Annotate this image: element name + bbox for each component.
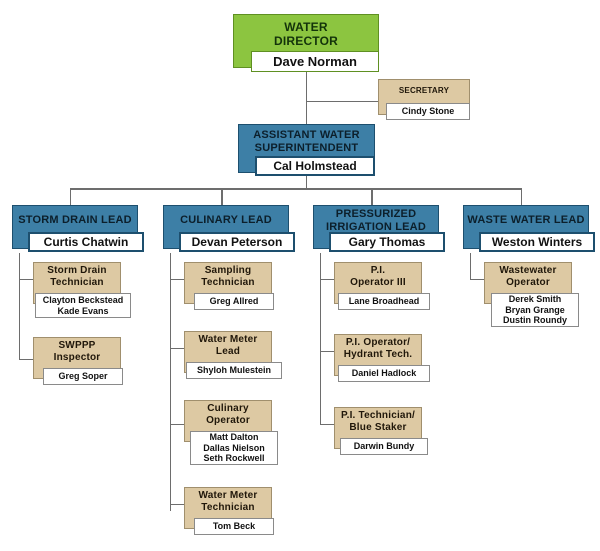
node-water-meter-technician[interactable]: Water Meter Technician Tom Beck (184, 487, 274, 535)
node-assistant-name: Cal Holmstead (255, 156, 375, 176)
connector-drop-storm-drain (70, 188, 71, 205)
connector-drop-waste-water (521, 188, 522, 205)
connector-spine-pressurized-irrigation (320, 253, 321, 425)
node-storm-drain-technician-names: Clayton Beckstead Kade Evans (35, 293, 131, 318)
connector-division-bus (70, 188, 522, 190)
connector-drop-culinary (221, 188, 223, 205)
node-pi-operator-hydrant-tech-names: Daniel Hadlock (338, 365, 430, 382)
connector-stub-waste-water-1 (470, 279, 484, 280)
connector-stub-culinary-3 (170, 424, 184, 425)
node-waste-water-lead-name: Weston Winters (479, 232, 595, 252)
node-pressurized-irrigation-lead[interactable]: PRESSURIZED IRRIGATION LEAD Gary Thomas (313, 205, 445, 252)
connector-stub-pi-2 (320, 351, 334, 352)
connector-assistant-down (306, 173, 307, 189)
connector-stub-culinary-4 (170, 504, 184, 505)
node-storm-drain-technician[interactable]: Storm Drain Technician Clayton Beckstead… (33, 262, 131, 318)
connector-root-to-assistant (306, 68, 307, 126)
node-assistant-water-superintendent[interactable]: ASSISTANT WATER SUPERINTENDENT Cal Holms… (238, 124, 375, 176)
node-water-meter-lead-names: Shyloh Mulestein (186, 362, 282, 379)
connector-spine-culinary (170, 253, 171, 511)
connector-stub-storm-drain-1 (19, 279, 33, 280)
node-water-director-name: Dave Norman (251, 51, 379, 72)
connector-spine-waste-water (470, 253, 471, 280)
connector-stub-storm-drain-2 (19, 359, 33, 360)
node-pi-technician-blue-staker-names: Darwin Bundy (340, 438, 428, 455)
node-sampling-technician-names: Greg Allred (194, 293, 274, 310)
connector-root-to-secretary (306, 101, 378, 102)
node-secretary-name: Cindy Stone (386, 103, 470, 120)
node-culinary-operator[interactable]: Culinary Operator Matt Dalton Dallas Nie… (184, 400, 278, 465)
node-pi-operator-iii[interactable]: P.I. Operator III Lane Broadhead (334, 262, 430, 310)
node-pi-operator-iii-names: Lane Broadhead (338, 293, 430, 310)
node-storm-drain-lead[interactable]: STORM DRAIN LEAD Curtis Chatwin (12, 205, 144, 252)
node-sampling-technician[interactable]: Sampling Technician Greg Allred (184, 262, 274, 310)
connector-stub-culinary-1 (170, 279, 184, 280)
connector-spine-storm-drain (19, 253, 20, 360)
node-wastewater-operator-names: Derek Smith Bryan Grange Dustin Roundy (491, 293, 579, 327)
node-water-meter-lead[interactable]: Water Meter Lead Shyloh Mulestein (184, 331, 282, 379)
node-storm-drain-lead-name: Curtis Chatwin (28, 232, 144, 252)
connector-stub-pi-3 (320, 424, 334, 425)
node-pi-operator-hydrant-tech[interactable]: P.I. Operator/ Hydrant Tech. Daniel Hadl… (334, 334, 430, 382)
node-water-meter-technician-names: Tom Beck (194, 518, 274, 535)
connector-drop-pressurized-irrigation (371, 188, 373, 205)
node-culinary-lead[interactable]: CULINARY LEAD Devan Peterson (163, 205, 295, 252)
node-wastewater-operator[interactable]: Wastewater Operator Derek Smith Bryan Gr… (484, 262, 579, 327)
connector-stub-culinary-2 (170, 348, 184, 349)
node-swppp-inspector-names: Greg Soper (43, 368, 123, 385)
node-pi-technician-blue-staker[interactable]: P.I. Technician/ Blue Staker Darwin Bund… (334, 407, 428, 455)
node-culinary-operator-names: Matt Dalton Dallas Nielson Seth Rockwell (190, 431, 278, 465)
node-pressurized-irrigation-lead-name: Gary Thomas (329, 232, 445, 252)
node-culinary-lead-name: Devan Peterson (179, 232, 295, 252)
node-swppp-inspector[interactable]: SWPPP Inspector Greg Soper (33, 337, 123, 385)
node-water-director[interactable]: WATER DIRECTOR Dave Norman (233, 14, 379, 72)
node-secretary[interactable]: SECRETARY Cindy Stone (378, 79, 470, 120)
node-waste-water-lead[interactable]: WASTE WATER LEAD Weston Winters (463, 205, 595, 252)
connector-stub-pi-1 (320, 279, 334, 280)
